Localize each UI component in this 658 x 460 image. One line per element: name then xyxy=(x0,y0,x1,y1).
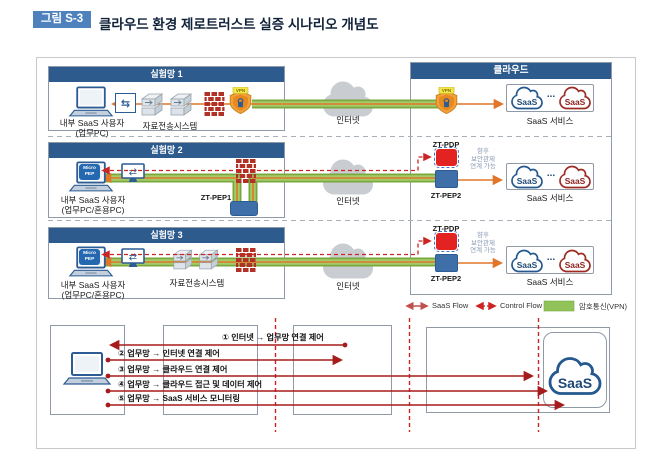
legend-vpn-swatch xyxy=(543,300,575,312)
saas-ellipsis-1: ... xyxy=(546,89,556,100)
saas-cloud-icon xyxy=(510,249,544,273)
laptop-icon xyxy=(68,86,114,117)
figure-title: 클라우드 환경 제로트러스트 실증 시나리오 개념도 xyxy=(99,17,379,32)
zt-pep2-box-3 xyxy=(435,254,458,272)
user-label-1: 내부 SaaS 사용자 (업무PC) xyxy=(59,118,125,138)
firewall-icon xyxy=(204,92,225,116)
flow-label-1: ① 인터넷 → 업무망 연결 제어 xyxy=(222,333,324,342)
saas-service-label-3: SaaS 서비스 xyxy=(526,277,574,287)
zt-pep2-box-2 xyxy=(435,170,458,188)
control-flow-lines xyxy=(101,152,432,259)
legend-saas-flow-label: SaaS Flow xyxy=(432,301,469,310)
legend-control-flow-label: Control Flow xyxy=(500,301,543,310)
saas-cloud-icon xyxy=(548,356,602,396)
figure-border xyxy=(36,57,636,449)
user-label-2: 내부 SaaS 사용자 (업무PC/혼용PC) xyxy=(60,195,126,215)
saas-ellipsis-2: ... xyxy=(546,168,556,179)
zt-pep2-label-3: ZT-PEP2 xyxy=(430,274,462,283)
internet-label-1: 인터넷 xyxy=(336,115,360,125)
boundary-dashed-lines xyxy=(274,318,540,432)
network-1-header: 실험망 1 xyxy=(49,67,284,82)
saas-service-label-1: SaaS 서비스 xyxy=(526,116,574,126)
zt-pdp-box-2 xyxy=(434,147,459,168)
zt-pdp-label-3: ZT-PDP xyxy=(432,224,460,233)
sequence-lines xyxy=(108,339,566,411)
future-note-3: 향후 보안관제 연계 가능 xyxy=(470,232,496,254)
vpn-shield-icon xyxy=(435,87,458,115)
saas-cloud-icon xyxy=(510,165,544,189)
internet-label-3: 인터넷 xyxy=(336,281,360,291)
system-label-1: 자료전송시스템 xyxy=(142,121,198,131)
cloud-header: 클라우드 xyxy=(411,63,611,79)
seq-box-2 xyxy=(163,325,258,415)
system-label-3: 자료전송시스템 xyxy=(169,278,225,288)
zt-pep2-label-2: ZT-PEP2 xyxy=(430,191,462,200)
saas-service-label-2: SaaS 서비스 xyxy=(526,193,574,203)
legend-vpn-label: 암호통신(VPN) xyxy=(579,302,628,311)
internet-cloud-icon xyxy=(323,81,373,117)
flow-label-5: ⑤ 업무망 → SaaS 서비스 모니터링 xyxy=(118,394,240,403)
saas-cloud-icon xyxy=(510,86,544,110)
figure-badge: 그림 S-3 xyxy=(33,11,91,28)
flow-label-4: ④ 업무망 → 클라우드 접근 및 데이터 제어 xyxy=(118,380,263,389)
zt-pep1-label: ZT-PEP1 xyxy=(200,193,232,202)
saas-cloud-icon xyxy=(558,165,592,189)
saas-cloud-icon xyxy=(558,249,592,273)
micro-pep-badge: Micro PEP xyxy=(79,164,100,180)
vpn-shield-icon xyxy=(229,87,252,115)
exchange-glyph: ⇆ xyxy=(120,97,131,110)
saas-cloud-icon xyxy=(558,86,592,110)
row-separators xyxy=(48,136,612,221)
zt-pep1-device xyxy=(230,201,258,216)
internet-label-2: 인터넷 xyxy=(336,196,360,206)
future-note-2: 향후 보안관제 연계 가능 xyxy=(470,148,496,170)
flow-label-2: ② 업무망 → 인터넷 연결 제어 xyxy=(118,349,220,358)
laptop-icon xyxy=(63,352,111,385)
micro-pep-badge: Micro PEP xyxy=(79,249,100,265)
exchange-box-icon: ⇆ xyxy=(115,93,136,113)
seq-box-3 xyxy=(293,325,392,415)
saas-ellipsis-3: ... xyxy=(546,252,556,263)
firewall-icon xyxy=(236,248,256,272)
user-label-3: 내부 SaaS 사용자 (업무PC/혼용PC) xyxy=(60,280,126,300)
sequence-line-dots xyxy=(105,342,348,408)
zt-pdp-label-2: ZT-PDP xyxy=(432,140,460,149)
zt-pdp-box-3 xyxy=(434,231,459,252)
flow-label-3: ③ 업무망 → 클라우드 연결 제어 xyxy=(118,365,228,374)
